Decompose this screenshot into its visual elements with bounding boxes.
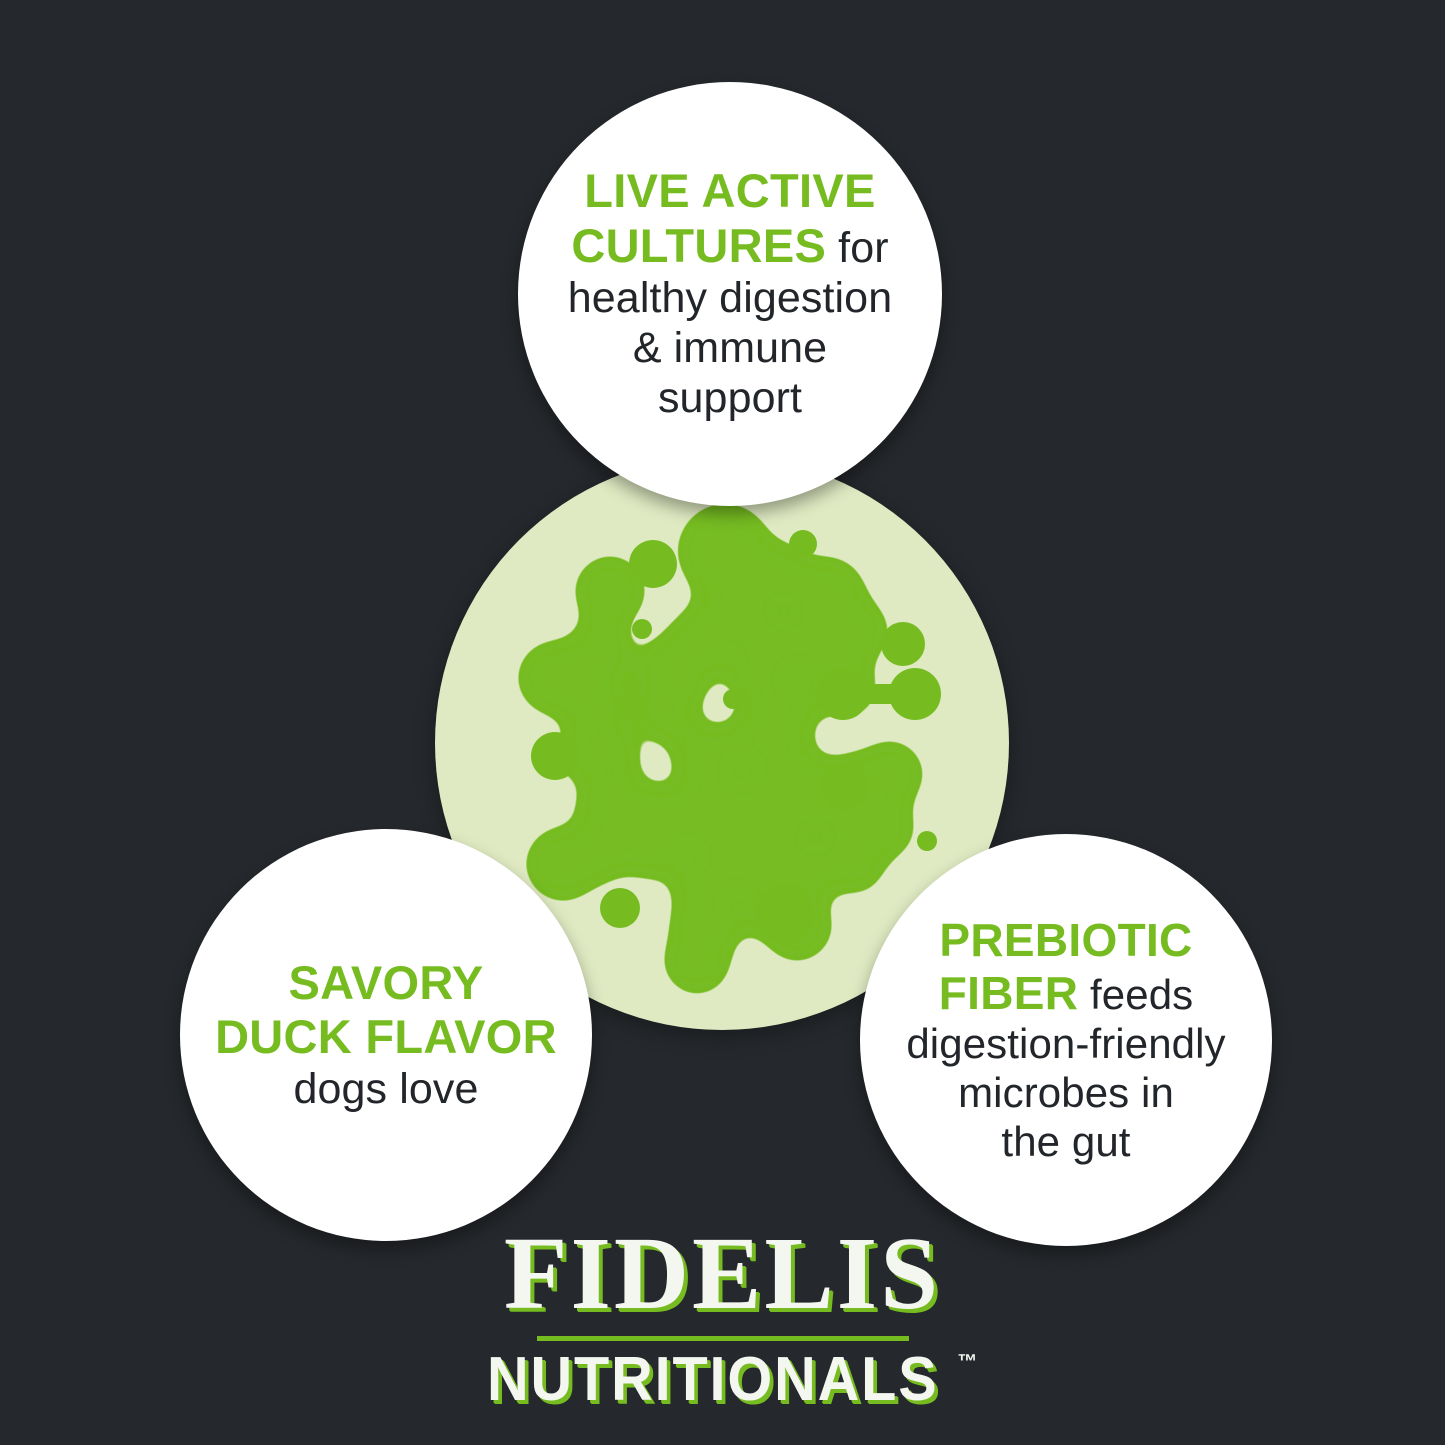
feature-highlight-line-1: PREBIOTIC [939, 913, 1193, 966]
feature-body-line-3: support [657, 373, 803, 422]
feature-highlight-line-2-with-trailing: FIBER feeds [880, 967, 1252, 1020]
feature-bubble-live-active-cultures: LIVE ACTIVE CULTURES for healthy digesti… [518, 82, 942, 506]
sub-brand-name: NUTRITIONALS [486, 1345, 939, 1414]
feature-highlight-line-2: CULTURES [571, 219, 827, 272]
microbiome-blob-illustration [517, 503, 941, 995]
logo-divider-rule [536, 1336, 909, 1341]
microbiome-blob-circle [435, 456, 1009, 1030]
feature-body-line-2: microbes in [958, 1069, 1174, 1116]
feature-bubble-prebiotic-fiber: PREBIOTIC FIBER feeds digestion-friendly… [860, 834, 1272, 1246]
brand-name: FIDELIS [503, 1216, 942, 1331]
feature-highlight-line-1: LIVE ACTIVE [584, 164, 876, 218]
feature-body-line-1: digestion-friendly [906, 1020, 1226, 1068]
feature-trailing-word: feeds [1078, 970, 1194, 1018]
feature-bubble-text: PREBIOTIC FIBER feeds digestion-friendly… [874, 914, 1258, 1167]
feature-body-line-3: the gut [1001, 1117, 1131, 1165]
feature-bubble-savory-duck-flavor: SAVORY DUCK FLAVOR dogs love [180, 829, 592, 1241]
feature-highlight-line-2-with-trailing: CULTURES for [546, 219, 914, 274]
sub-brand-wrap: NUTRITIONALS ™ [470, 1345, 978, 1414]
feature-highlight-line-2: DUCK FLAVOR [215, 1010, 557, 1064]
trademark-symbol: ™ [957, 1350, 978, 1373]
feature-bubble-text: SAVORY DUCK FLAVOR dogs love [200, 956, 572, 1115]
blob-dumbbell [817, 668, 941, 720]
feature-highlight-line-1: SAVORY [288, 955, 484, 1009]
feature-body-line-2: & immune [632, 323, 828, 372]
feature-body-line-1: dogs love [293, 1064, 479, 1113]
feature-highlight-line-2: FIBER [938, 966, 1079, 1019]
feature-trailing-word: for [826, 224, 889, 272]
blob-dots [531, 530, 937, 944]
feature-bubble-text: LIVE ACTIVE CULTURES for healthy digesti… [540, 164, 920, 423]
feature-body-line-1: healthy digestion [567, 273, 893, 322]
